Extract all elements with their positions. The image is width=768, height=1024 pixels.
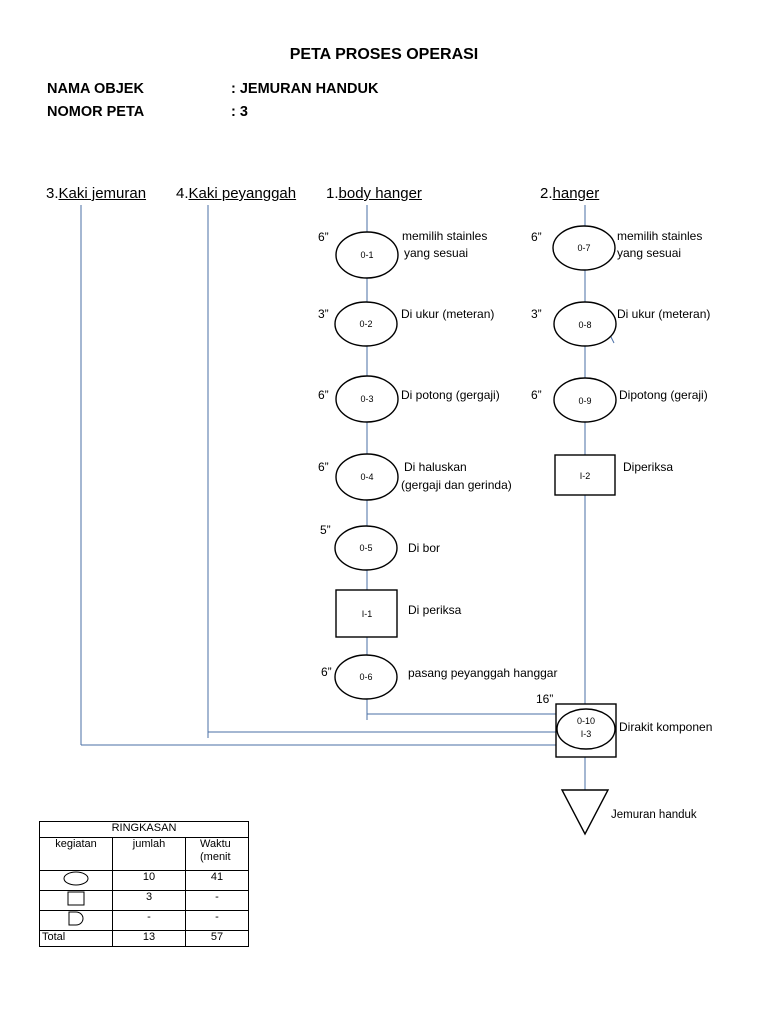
step-desc-0-2: Di ukur (meteran) bbox=[401, 307, 495, 321]
step-code-0-5: 0-5 bbox=[359, 543, 373, 553]
table-row: - - bbox=[39, 910, 249, 931]
step-desc-0-4-line2: (gergaji dan gerinda) bbox=[401, 478, 512, 492]
operation-circle-0-3 bbox=[335, 375, 399, 423]
page-title: PETA PROSES OPERASI bbox=[289, 46, 479, 63]
summary-total-count: 13 bbox=[112, 930, 186, 947]
summary-total-label: Total bbox=[39, 930, 113, 947]
step-desc-0-7-line2: yang sesuai bbox=[617, 246, 682, 260]
summary-total-time: 57 bbox=[185, 930, 249, 947]
operation-circle-0-9 bbox=[553, 377, 617, 423]
step-code-0-2: 0-2 bbox=[359, 319, 373, 329]
summary-symbol-cell bbox=[39, 870, 113, 891]
step-time-0-5: 5” bbox=[320, 523, 331, 537]
step-code-0-6: 0-6 bbox=[359, 672, 373, 682]
summary-count: 10 bbox=[112, 870, 186, 891]
flow-lines bbox=[80, 205, 615, 790]
object-label: NAMA OBJEK bbox=[47, 81, 144, 97]
chart-number-value: : 3 bbox=[231, 104, 248, 120]
object-value: : JEMURAN HANDUK bbox=[231, 81, 379, 97]
summary-header-kegiatan: kegiatan bbox=[39, 837, 113, 871]
step-time-0-3: 6” bbox=[318, 388, 329, 402]
step-desc-0-8: Di ukur (meteran) bbox=[617, 307, 711, 321]
step-code-i-1: I-1 bbox=[361, 609, 373, 619]
step-time-0-4: 6” bbox=[318, 460, 329, 474]
step-code-0-7: 0-7 bbox=[577, 243, 591, 253]
step-time-0-2: 3” bbox=[318, 307, 329, 321]
operation-circle-0-8 bbox=[553, 301, 617, 347]
delay-icon bbox=[68, 911, 84, 926]
operation-circle-0-2 bbox=[334, 301, 398, 347]
column-heading-body-hanger: 1.body hanger bbox=[326, 185, 422, 202]
operation-circle-0-7 bbox=[552, 225, 616, 271]
column-number: 2. bbox=[540, 185, 553, 202]
summary-header-waktu-line2: (menit bbox=[200, 851, 231, 863]
step-time-0-6: 6” bbox=[321, 665, 332, 679]
step-desc-0-7-line1: memilih stainles bbox=[617, 229, 703, 243]
operation-circle-0-6 bbox=[334, 654, 398, 700]
summary-title: RINGKASAN bbox=[39, 821, 249, 838]
summary-count: 3 bbox=[112, 890, 186, 911]
circle-icon bbox=[63, 871, 89, 886]
step-desc-0-1-line2: yang sesuai bbox=[404, 246, 469, 260]
summary-header-jumlah: jumlah bbox=[112, 837, 186, 871]
column-name: Kaki peyanggah bbox=[188, 185, 297, 202]
column-heading-hanger: 2.hanger bbox=[540, 185, 599, 202]
assembly-desc: Dirakit komponen bbox=[619, 720, 713, 734]
summary-symbol-cell bbox=[39, 890, 113, 911]
step-code-0-3: 0-3 bbox=[360, 394, 374, 404]
step-code-0-8: 0-8 bbox=[578, 320, 592, 330]
table-row: 10 41 bbox=[39, 870, 249, 891]
step-desc-0-5: Di bor bbox=[408, 541, 441, 555]
final-desc: Jemuran handuk bbox=[611, 809, 697, 821]
step-code-0-4: 0-4 bbox=[360, 472, 374, 482]
operation-circle-0-4 bbox=[335, 453, 399, 501]
assembly-code-0-10: 0-10 bbox=[576, 716, 595, 726]
step-code-i-2: I-2 bbox=[579, 471, 591, 481]
column-number: 3. bbox=[46, 185, 59, 202]
summary-header-waktu: Waktu (menit bbox=[185, 837, 249, 871]
operation-circle-0-1 bbox=[335, 231, 399, 279]
step-desc-i-2: Diperiksa bbox=[623, 460, 674, 474]
column-number: 4. bbox=[176, 185, 189, 202]
inspection-box-i-1 bbox=[335, 589, 398, 638]
step-desc-0-1-line1: memilih stainles bbox=[402, 229, 488, 243]
column-name: Kaki jemuran bbox=[58, 185, 147, 202]
step-time-0-1: 6” bbox=[318, 230, 329, 244]
summary-time: 41 bbox=[185, 870, 249, 891]
summary-header-row: kegiatan jumlah Waktu (menit bbox=[39, 837, 249, 871]
column-heading-kaki-peyanggah: 4.Kaki peyanggah bbox=[176, 185, 296, 202]
step-time-0-7: 6” bbox=[531, 230, 542, 244]
step-code-0-1: 0-1 bbox=[360, 250, 374, 260]
step-desc-0-3: Di potong (gergaji) bbox=[401, 388, 500, 402]
inspection-box-i-2 bbox=[554, 454, 616, 496]
step-time-0-8: 3” bbox=[531, 307, 542, 321]
square-icon bbox=[67, 891, 85, 906]
summary-symbol-cell bbox=[39, 910, 113, 931]
storage-triangle bbox=[560, 789, 610, 836]
summary-header-waktu-line1: Waktu bbox=[200, 838, 231, 850]
column-number: 1. bbox=[326, 185, 339, 202]
column-heading-kaki-jemuran: 3.Kaki jemuran bbox=[46, 185, 146, 202]
summary-table: RINGKASAN kegiatan jumlah Waktu (menit 1… bbox=[39, 821, 249, 947]
column-name: body hanger bbox=[338, 185, 422, 202]
step-desc-0-4-line1: Di haluskan bbox=[404, 460, 467, 474]
combined-circle-0-10 bbox=[556, 708, 616, 750]
step-time-0-9: 6” bbox=[531, 388, 542, 402]
step-desc-i-1: Di periksa bbox=[408, 603, 462, 617]
summary-time: - bbox=[185, 890, 249, 911]
summary-count: - bbox=[112, 910, 186, 931]
summary-title-row: RINGKASAN bbox=[39, 821, 249, 838]
table-row: 3 - bbox=[39, 890, 249, 911]
summary-time: - bbox=[185, 910, 249, 931]
summary-total-row: Total 13 57 bbox=[39, 930, 249, 947]
operation-circle-0-5 bbox=[334, 525, 398, 571]
assembly-time: 16” bbox=[536, 692, 554, 706]
step-desc-0-9: Dipotong (geraji) bbox=[619, 388, 708, 402]
column-name: hanger bbox=[552, 185, 600, 202]
assembly-code-i-3: I-3 bbox=[580, 729, 592, 739]
chart-number-label: NOMOR PETA bbox=[47, 104, 145, 120]
step-desc-0-6: pasang peyanggah hanggar bbox=[408, 666, 558, 680]
step-code-0-9: 0-9 bbox=[578, 396, 592, 406]
